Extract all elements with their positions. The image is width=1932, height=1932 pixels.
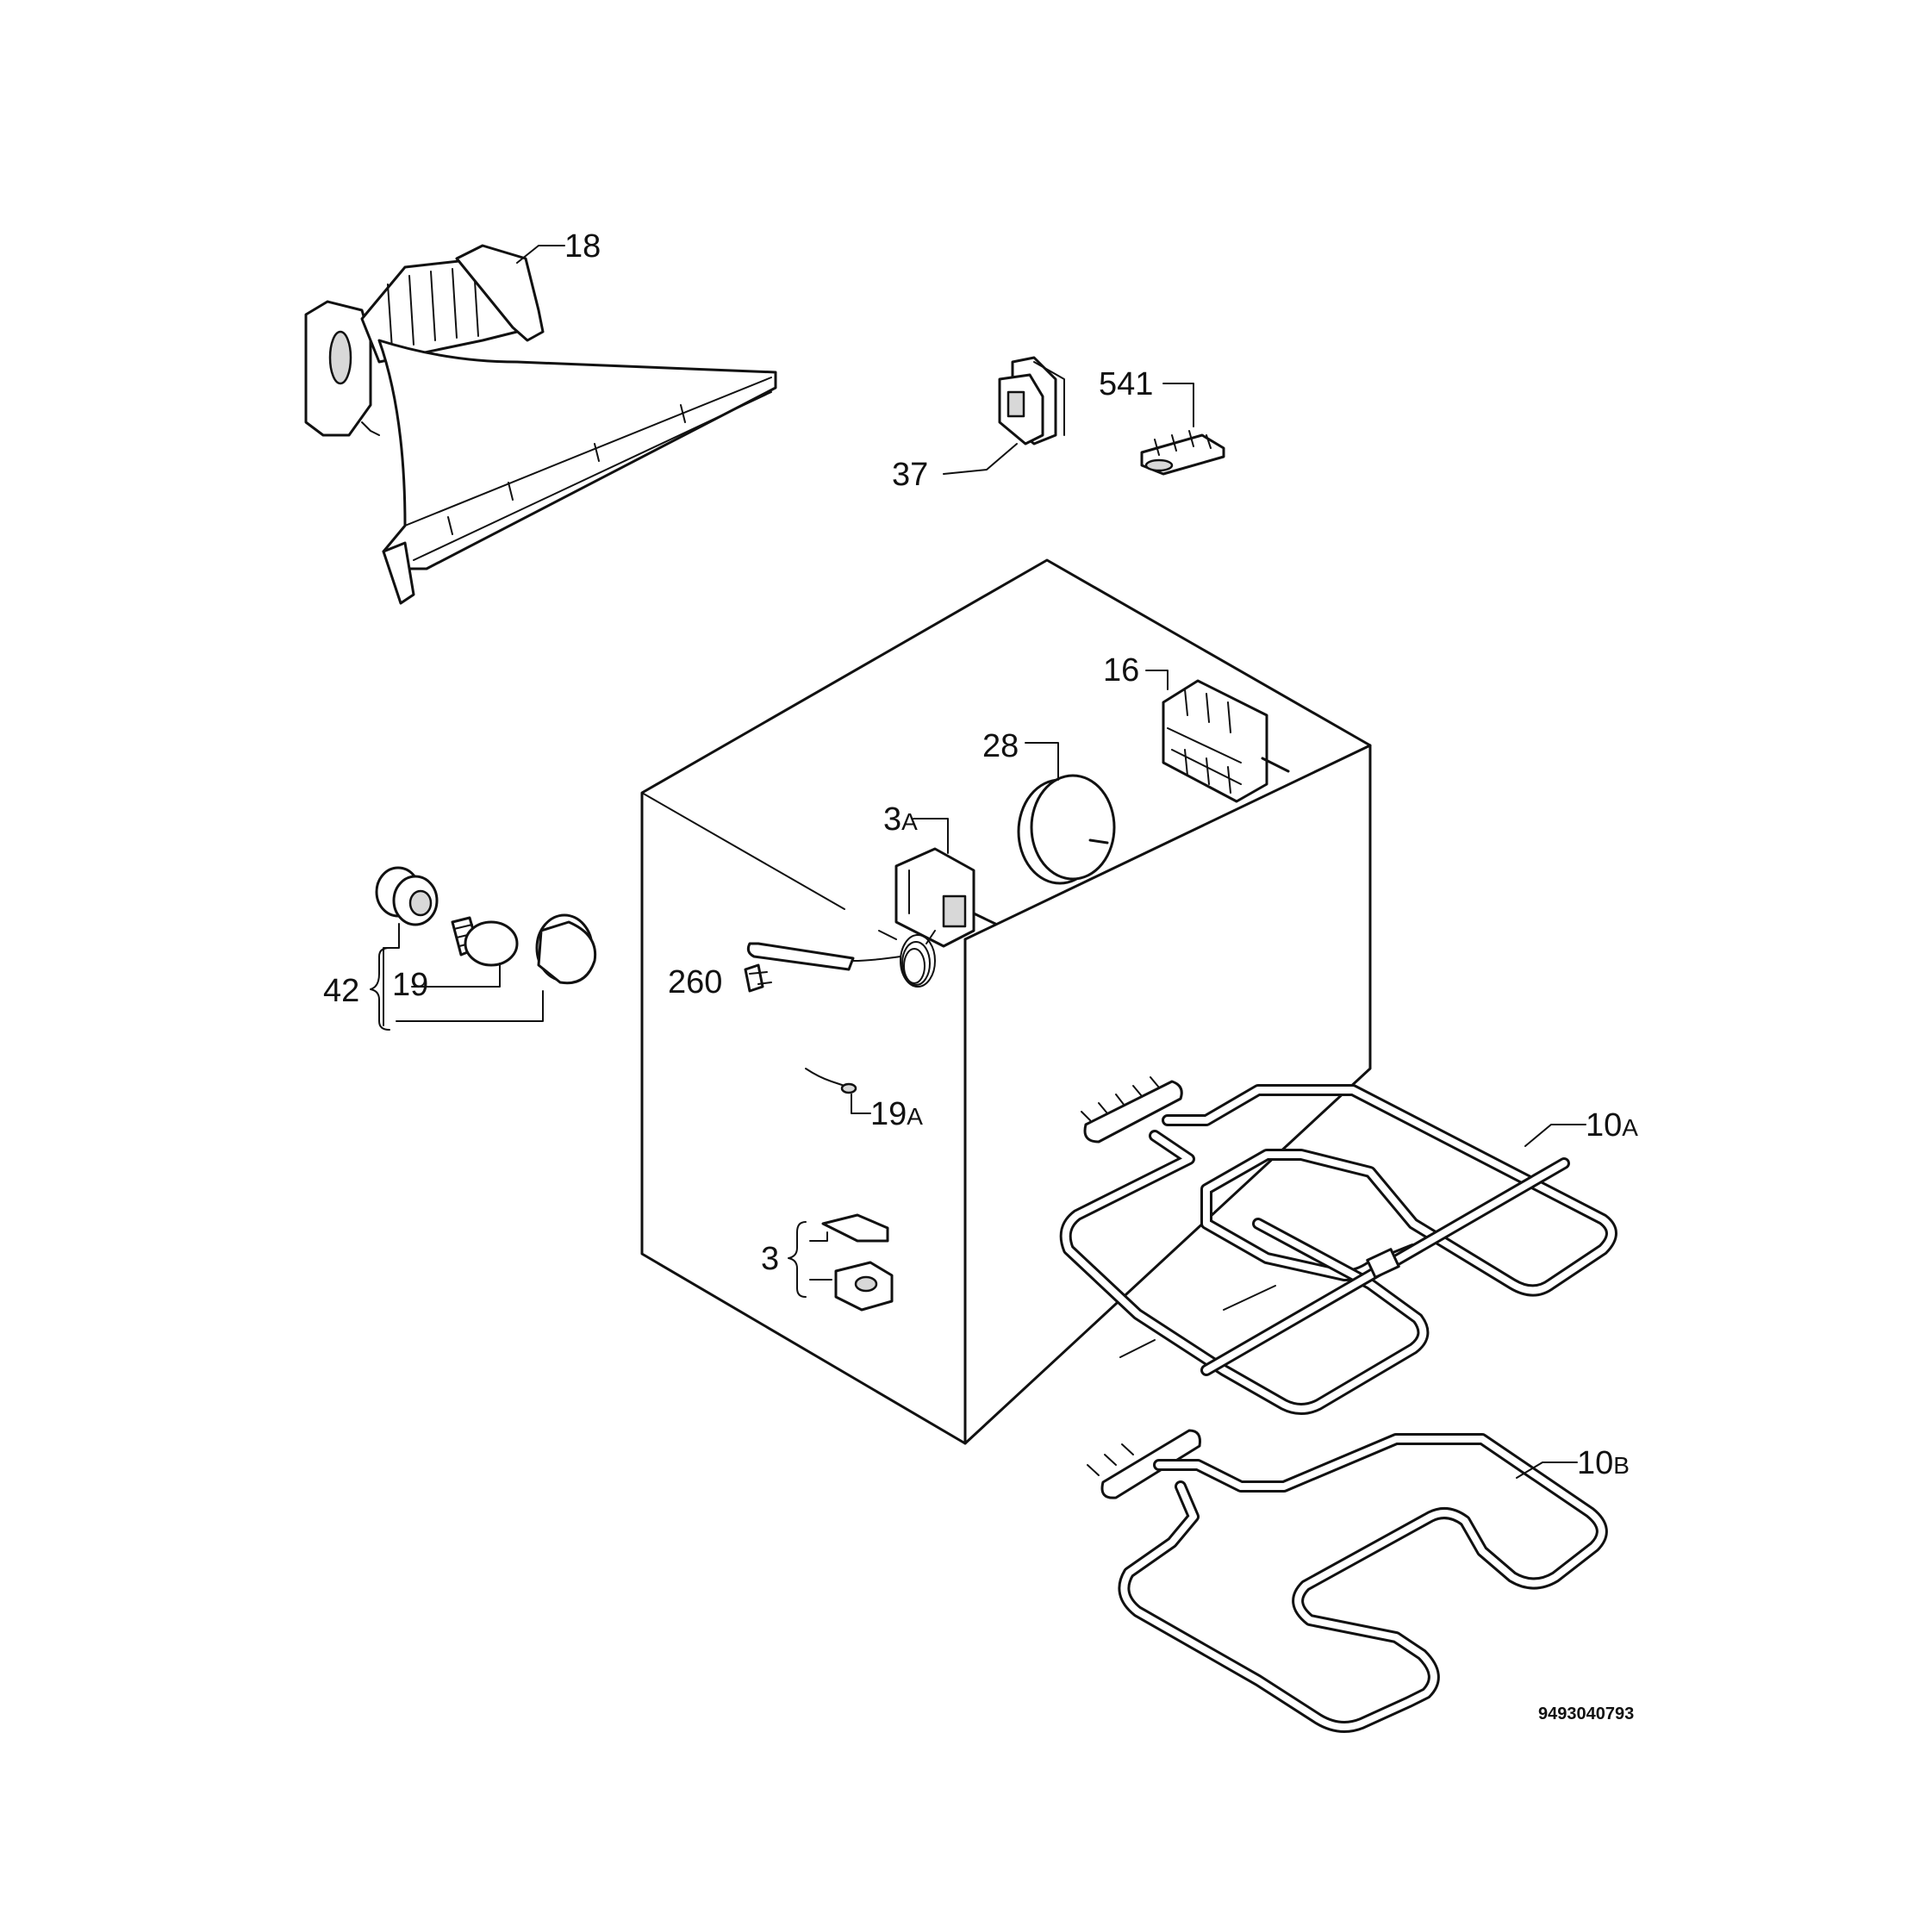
part-42-lamp-cover xyxy=(535,913,597,985)
part-16-selector-switch xyxy=(1162,679,1290,803)
part-18-air-duct xyxy=(304,244,777,605)
part-19-lamp-bulb xyxy=(451,916,519,967)
label-19a: 19A xyxy=(870,1096,923,1132)
part-28-timer xyxy=(1017,774,1116,885)
label-18: 18 xyxy=(564,228,601,265)
label-3: 3 xyxy=(761,1241,779,1277)
oven-cabinet xyxy=(640,558,1372,1445)
part-37-switch xyxy=(998,356,1065,446)
label-42: 42 xyxy=(323,973,359,1009)
label-28: 28 xyxy=(982,728,1019,764)
label-541: 541 xyxy=(1099,366,1153,402)
label-10a: 10A xyxy=(1586,1107,1638,1144)
part-3a-thermostat xyxy=(746,847,997,988)
part-10a-grill-element xyxy=(1059,1076,1617,1415)
part-42-lamp-holder xyxy=(375,866,439,926)
label-19: 19 xyxy=(392,967,428,1003)
label-37: 37 xyxy=(892,457,928,493)
diagram-reference-number: 9493040793 xyxy=(1538,1705,1634,1723)
label-260: 260 xyxy=(668,964,722,1000)
label-16: 16 xyxy=(1103,652,1139,689)
part-260-clip xyxy=(744,963,772,993)
part-19a-lamp-wire xyxy=(805,1068,857,1094)
label-3a: 3A xyxy=(883,801,918,838)
label-10b: 10B xyxy=(1577,1445,1630,1481)
part-3-thermal-cutout xyxy=(821,1213,894,1312)
part-10b-bottom-element xyxy=(1087,1429,1608,1733)
part-541-terminal-connector xyxy=(1140,430,1225,476)
